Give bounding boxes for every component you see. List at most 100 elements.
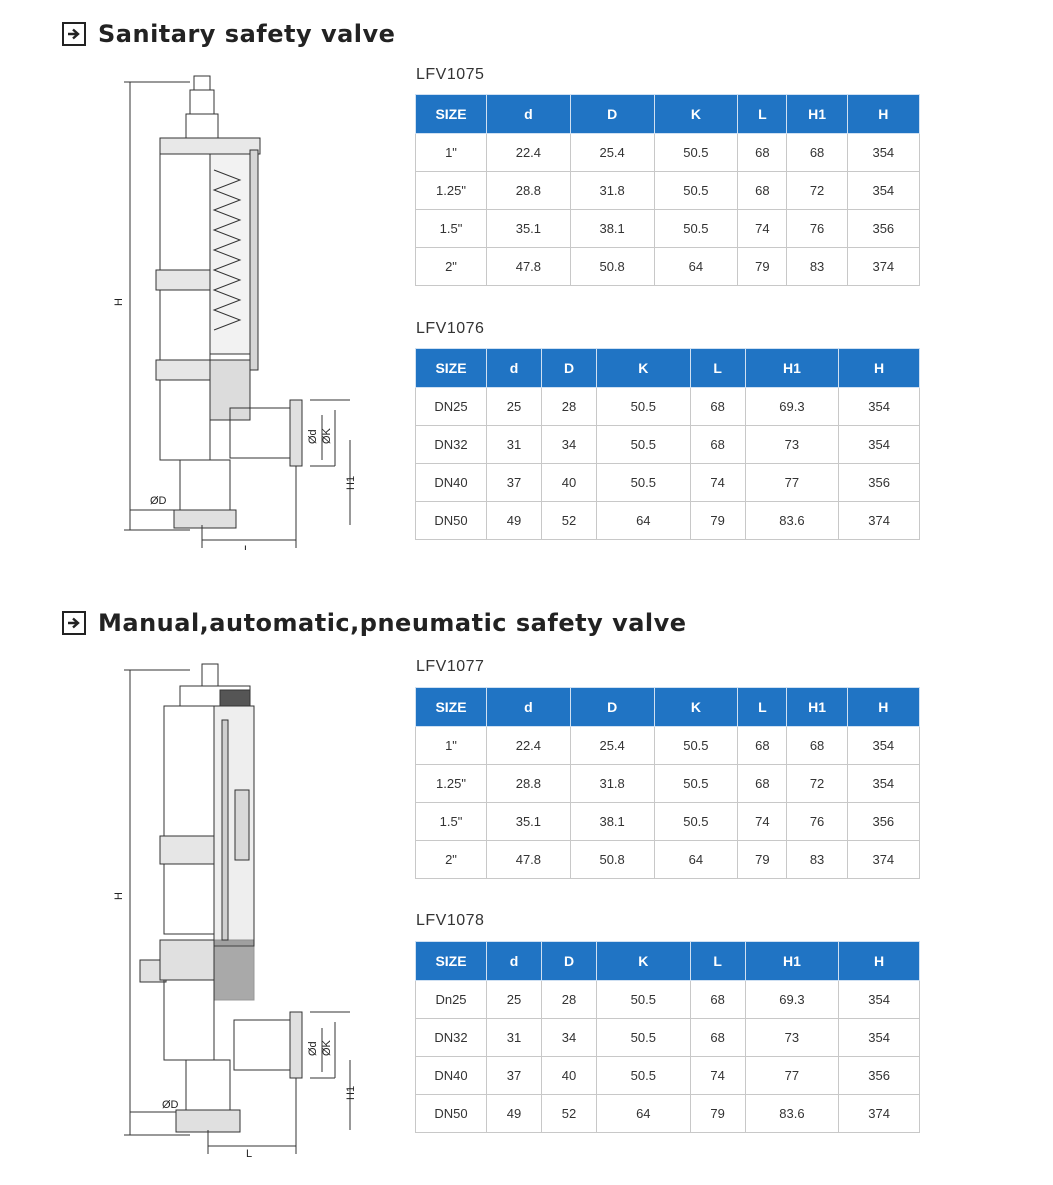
cell: 68 <box>689 425 746 464</box>
cell: 68 <box>737 171 788 210</box>
cell: 28.8 <box>486 764 571 803</box>
col-d: d <box>486 94 571 134</box>
cell: DN32 <box>415 1018 487 1057</box>
cell: 38.1 <box>569 802 655 841</box>
cell: Dn25 <box>415 980 487 1019</box>
col-size: SIZE <box>415 687 487 727</box>
cell: 74 <box>689 1056 746 1095</box>
dim-label-h1: H1 <box>345 476 357 490</box>
cell: 374 <box>838 1094 920 1133</box>
col-size: SIZE <box>415 941 487 981</box>
cell: 356 <box>846 209 921 248</box>
cell: 68 <box>786 726 848 765</box>
spec-table-lfv1076: SIZE d D K L H1 H DN25 25 28 50.5 68 69.… <box>415 348 920 540</box>
table-header-row: SIZE d D K L H1 H <box>415 687 921 727</box>
spec-table-lfv1075: SIZE d D K L H1 H 1" 22.4 25.4 50.5 68 6… <box>415 94 921 286</box>
cell: 64 <box>653 840 739 879</box>
cell: 50.5 <box>653 171 739 210</box>
col-h: H <box>846 687 921 727</box>
cell: 47.8 <box>486 247 571 286</box>
arrow-right-icon <box>62 22 86 46</box>
table-row: 1.25" 28.8 31.8 50.5 68 72 354 <box>415 764 921 803</box>
cell: 1" <box>415 726 487 765</box>
table-row: DN32 31 34 50.5 68 73 354 <box>415 1018 920 1057</box>
cell: 50.5 <box>596 387 691 426</box>
col-D: D <box>541 941 598 981</box>
cell: 68 <box>737 726 788 765</box>
cell: DN50 <box>415 1094 487 1133</box>
cell: 69.3 <box>744 387 840 426</box>
cell: 1.5" <box>415 802 487 841</box>
cell: 356 <box>846 802 921 841</box>
col-size: SIZE <box>415 348 487 388</box>
cell: 50.5 <box>596 425 691 464</box>
cell: 72 <box>786 171 848 210</box>
cell: 83 <box>786 247 848 286</box>
dim-label-l: L <box>246 1148 252 1160</box>
col-h1: H1 <box>744 348 840 388</box>
model-label: LFV1076 <box>416 320 485 337</box>
cell: 52 <box>541 1094 598 1133</box>
cell: 31 <box>485 1018 543 1057</box>
cell: 64 <box>653 247 739 286</box>
cell: 354 <box>846 171 921 210</box>
cell: 28.8 <box>486 171 571 210</box>
col-l: L <box>689 348 746 388</box>
col-k: K <box>596 941 691 981</box>
cell: 79 <box>737 247 788 286</box>
dim-label-k: ØK <box>321 1039 333 1056</box>
cell: 50.5 <box>653 209 739 248</box>
cell: 79 <box>689 501 746 540</box>
cell: 68 <box>786 133 848 172</box>
spec-table-lfv1078: SIZE d D K L H1 H Dn25 25 28 50.5 68 69.… <box>415 941 920 1133</box>
cell: 68 <box>689 387 746 426</box>
table-row: 1" 22.4 25.4 50.5 68 68 354 <box>415 726 921 765</box>
cell: 34 <box>541 1018 598 1057</box>
cell: 28 <box>541 387 598 426</box>
cell: 35.1 <box>486 802 571 841</box>
cell: 50.5 <box>596 1018 691 1057</box>
col-k: K <box>653 687 739 727</box>
cell: 35.1 <box>486 209 571 248</box>
cell: 356 <box>838 1056 920 1095</box>
arrow-right-icon <box>62 611 86 635</box>
cell: 50.8 <box>569 840 655 879</box>
cell: 31.8 <box>569 764 655 803</box>
cell: 22.4 <box>486 726 571 765</box>
cell: 50.5 <box>596 1056 691 1095</box>
cell: 2" <box>415 840 487 879</box>
cell: 74 <box>737 802 788 841</box>
col-l: L <box>689 941 746 981</box>
cell: 69.3 <box>744 980 840 1019</box>
dim-label-d-outer: ØD <box>150 495 167 507</box>
col-h1: H1 <box>744 941 840 981</box>
cell: 354 <box>838 425 920 464</box>
cell: 1.25" <box>415 764 487 803</box>
cell: 77 <box>744 463 840 502</box>
cell: 374 <box>838 501 920 540</box>
table-row: 1.25" 28.8 31.8 50.5 68 72 354 <box>415 171 921 210</box>
sanitary-valve-drawing: H H1 ØD L Ød ØK <box>113 75 357 550</box>
cell: 354 <box>846 764 921 803</box>
table-row: 1" 22.4 25.4 50.5 68 68 354 <box>415 133 921 172</box>
cell: 50.5 <box>653 764 739 803</box>
table-header-row: SIZE d D K L H1 H <box>415 941 920 981</box>
cell: DN40 <box>415 463 487 502</box>
cell: 374 <box>846 840 921 879</box>
table-row: DN50 49 52 64 79 83.6 374 <box>415 501 920 540</box>
cell: 76 <box>786 209 848 248</box>
table-row: DN25 25 28 50.5 68 69.3 354 <box>415 387 920 426</box>
cell: 22.4 <box>486 133 571 172</box>
dim-label-h: H <box>113 298 125 306</box>
cell: 374 <box>846 247 921 286</box>
cell: 34 <box>541 425 598 464</box>
table-row: 2" 47.8 50.8 64 79 83 374 <box>415 247 921 286</box>
cell: 50.5 <box>653 802 739 841</box>
section-title: Manual,automatic,pneumatic safety valve <box>98 609 687 637</box>
col-h: H <box>838 348 920 388</box>
table-row: 1.5" 35.1 38.1 50.5 74 76 356 <box>415 802 921 841</box>
cell: 25.4 <box>569 726 655 765</box>
cell: 1.25" <box>415 171 487 210</box>
col-size: SIZE <box>415 94 487 134</box>
dim-label-d-inner: Ød <box>307 429 319 444</box>
